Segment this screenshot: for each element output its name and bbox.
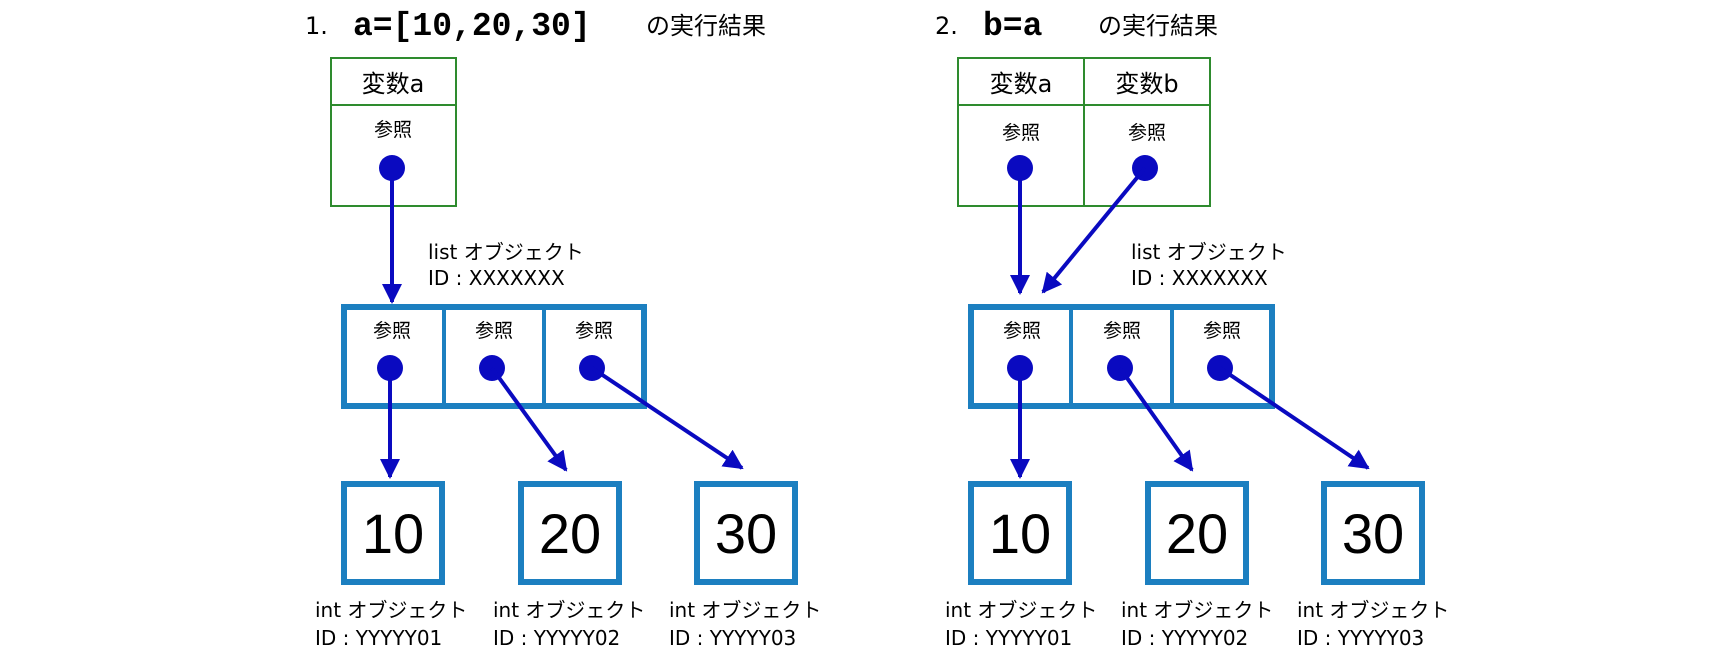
panel-2-int-object-30: 30 int オブジェクト ID : YYYYY03 (1297, 481, 1449, 650)
panel-2-int-20-id: ID : YYYYY02 (1121, 626, 1248, 650)
panel-1-int-value-20: 20 (539, 502, 601, 565)
panel-1-code: a=[10,20,30] (353, 8, 591, 45)
panel-2-list-object: 参照 参照 参照 (968, 304, 1275, 409)
panel-2-number: 2. (935, 12, 958, 40)
panel-1-int-10-id: ID : YYYYY01 (315, 626, 442, 650)
panel-1-int-20-id: ID : YYYYY02 (493, 626, 620, 650)
panel-1-int-object-20: 20 int オブジェクト ID : YYYYY02 (493, 481, 645, 650)
panel-1-int-object-10: 10 int オブジェクト ID : YYYYY01 (315, 481, 467, 650)
panel-1-caption: の実行結果 (646, 12, 766, 40)
panel-2-code: b=a (983, 8, 1042, 45)
panel-1-int-value-10: 10 (362, 502, 424, 565)
panel-1-list-cell-2-ref-label: 参照 (575, 320, 613, 342)
panel-2-list-cell-0-ref-label: 参照 (1003, 320, 1041, 342)
panel-2-arrow-cell1-to-20 (1118, 366, 1194, 472)
panel-1-int-20-label: int オブジェクト (493, 598, 645, 622)
panel-1-int-30-label: int オブジェクト (669, 598, 821, 622)
panel-2-int-value-30: 30 (1342, 502, 1404, 565)
panel-1-list-cell-1-ref-label: 参照 (475, 320, 513, 342)
panel-2-int-object-20: 20 int オブジェクト ID : YYYYY02 (1121, 481, 1273, 650)
panel-2-int-30-id: ID : YYYYY03 (1297, 626, 1424, 650)
panel-2-variable-table: 変数a 変数b 参照 参照 (957, 57, 1211, 207)
panel-1-arrow-cell2-to-30 (590, 366, 744, 470)
panel-1-int-30-id: ID : YYYYY03 (669, 626, 796, 650)
panel-2-int-object-10: 10 int オブジェクト ID : YYYYY01 (945, 481, 1097, 650)
panel-2-variable-a-name: 変数a (990, 70, 1053, 98)
panel-1-variable-a-name: 変数a (362, 70, 425, 98)
panel-2-int-10-id: ID : YYYYY01 (945, 626, 1072, 650)
panel-1: 1. a=[10,20,30] の実行結果 変数a 参照 list オブジェクト… (305, 8, 821, 650)
panel-1-number: 1. (305, 12, 328, 40)
panel-1-int-value-30: 30 (715, 502, 777, 565)
panel-2-int-value-10: 10 (989, 502, 1051, 565)
panel-2-list-id: ID : XXXXXXX (1131, 266, 1268, 290)
panel-2: 2. b=a の実行結果 変数a 変数b 参照 参照 list オブジェクト I… (935, 8, 1449, 650)
panel-2-variable-b-name: 変数b (1115, 70, 1178, 98)
panel-2-int-10-label: int オブジェクト (945, 598, 1097, 622)
panel-2-variable-a-ref-label: 参照 (1002, 122, 1040, 144)
panel-1-list-cell-0-ref-label: 参照 (373, 320, 411, 342)
panel-2-list-cell-1-ref-label: 参照 (1103, 320, 1141, 342)
panel-2-int-value-20: 20 (1166, 502, 1228, 565)
panel-1-arrow-cell1-to-20 (490, 366, 568, 472)
panel-2-int-20-label: int オブジェクト (1121, 598, 1273, 622)
panel-2-list-label: list オブジェクト (1131, 240, 1287, 264)
panel-2-arrow-cell2-to-30 (1218, 366, 1370, 470)
panel-2-int-30-label: int オブジェクト (1297, 598, 1449, 622)
panel-1-int-10-label: int オブジェクト (315, 598, 467, 622)
panel-1-list-id: ID : XXXXXXX (428, 266, 565, 290)
panel-2-arrow-b-to-list (1041, 166, 1147, 294)
panel-1-list-label: list オブジェクト (428, 240, 584, 264)
panel-2-variable-b-ref-label: 参照 (1128, 122, 1166, 144)
panel-2-list-cell-2-ref-label: 参照 (1203, 320, 1241, 342)
panel-1-variable-a-ref-label: 参照 (374, 119, 412, 141)
panel-2-caption: の実行結果 (1098, 12, 1218, 40)
panel-1-int-object-30: 30 int オブジェクト ID : YYYYY03 (669, 481, 821, 650)
